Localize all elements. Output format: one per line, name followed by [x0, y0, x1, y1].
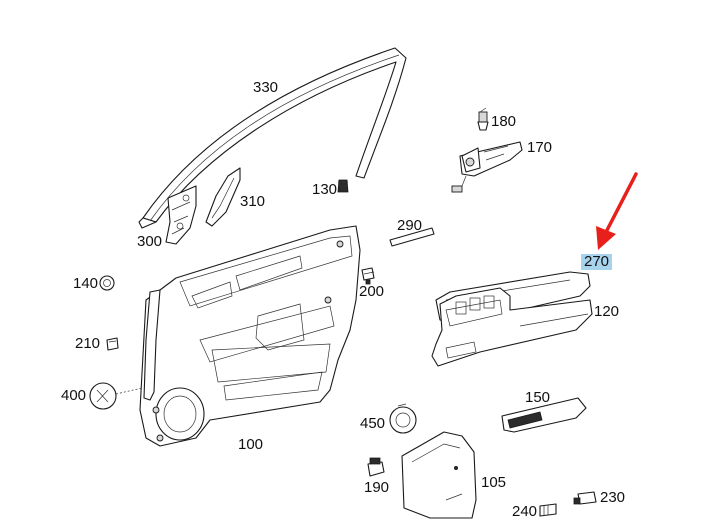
label-130[interactable]: 130 [312, 181, 338, 198]
label-170[interactable]: 170 [527, 139, 553, 156]
label-210[interactable]: 210 [75, 335, 101, 352]
part-450-tweeter[interactable] [389, 403, 417, 434]
part-150-pocket-trim[interactable] [501, 397, 587, 433]
label-150[interactable]: 150 [525, 389, 551, 406]
part-230-connector[interactable] [573, 491, 597, 505]
part-200-push-clip[interactable] [361, 267, 375, 285]
callout-arrow [596, 172, 638, 250]
label-230[interactable]: 230 [600, 489, 626, 506]
part-190-clip[interactable] [367, 457, 385, 477]
part-290-trim-strip[interactable] [389, 227, 435, 247]
part-170-inner-handle[interactable] [451, 141, 523, 193]
label-300[interactable]: 300 [137, 233, 163, 250]
label-290[interactable]: 290 [397, 217, 423, 234]
label-180[interactable]: 180 [491, 113, 517, 130]
label-450[interactable]: 450 [360, 415, 386, 432]
part-180-clip[interactable] [477, 107, 489, 131]
label-240[interactable]: 240 [512, 503, 538, 520]
label-100[interactable]: 100 [238, 436, 264, 453]
part-100-door-panel[interactable] [139, 225, 361, 447]
part-300-mirror-bracket[interactable] [165, 185, 197, 245]
label-400[interactable]: 400 [61, 387, 87, 404]
part-120-armrest[interactable] [431, 287, 593, 367]
part-310-tweeter-cover[interactable] [205, 167, 241, 227]
part-140-plug[interactable] [99, 275, 115, 291]
part-105-lower-cover[interactable] [401, 431, 477, 519]
part-400-speaker[interactable] [89, 382, 143, 410]
label-330[interactable]: 330 [253, 79, 279, 96]
part-210-clip[interactable] [106, 337, 119, 351]
part-130-connector[interactable] [337, 179, 349, 193]
label-190[interactable]: 190 [364, 479, 390, 496]
label-120[interactable]: 120 [594, 303, 620, 320]
label-200[interactable]: 200 [359, 283, 385, 300]
label-140[interactable]: 140 [73, 275, 99, 292]
label-310[interactable]: 310 [240, 193, 266, 210]
label-270-highlighted[interactable]: 270 [581, 254, 613, 270]
part-240-pin[interactable] [539, 503, 557, 517]
label-105[interactable]: 105 [481, 474, 507, 491]
